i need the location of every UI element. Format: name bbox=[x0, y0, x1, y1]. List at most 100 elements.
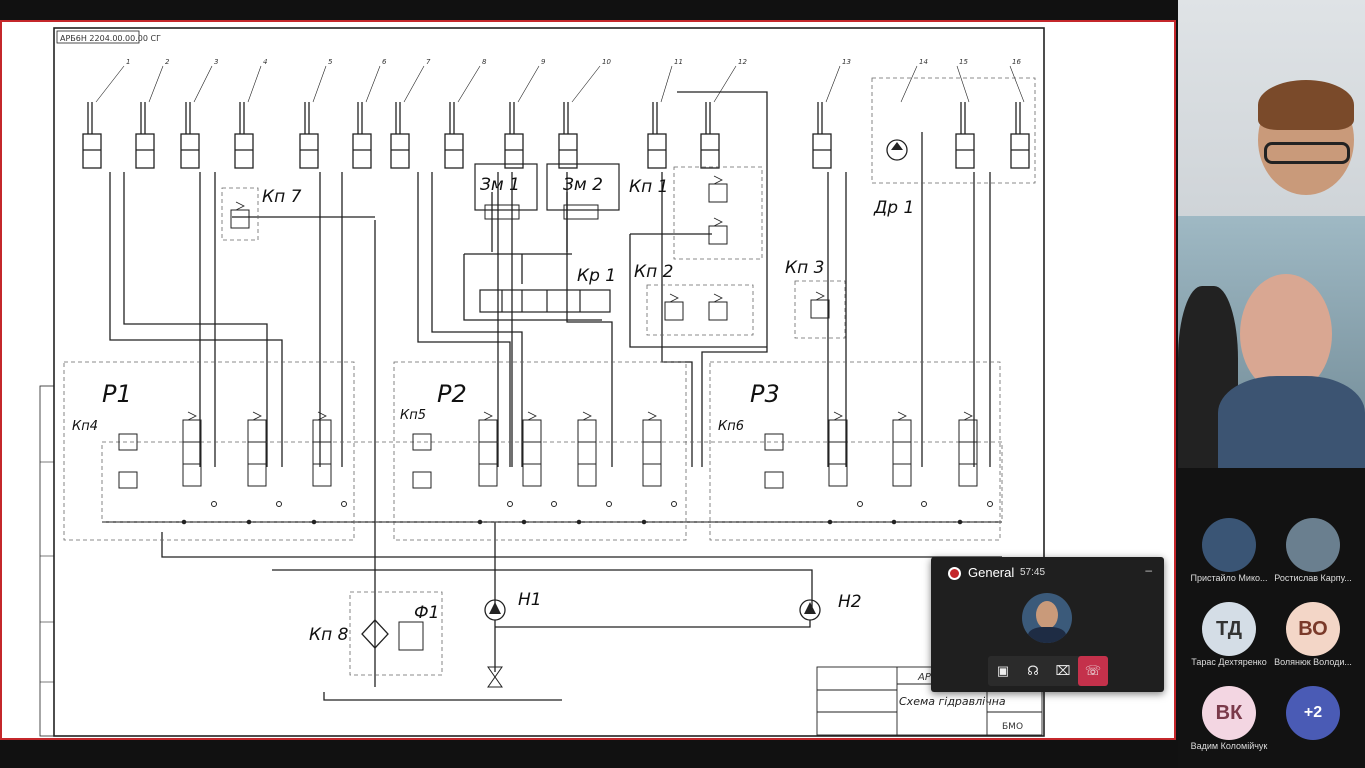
spool-valve bbox=[311, 411, 347, 525]
recording-icon bbox=[948, 567, 961, 580]
share-screen-icon[interactable]: ⌧ bbox=[1055, 663, 1071, 678]
label-kr1: Кр 1 bbox=[577, 266, 616, 286]
top-bar bbox=[0, 0, 1178, 20]
hydraulic-cylinder bbox=[647, 102, 667, 169]
participant-name: Ростислав Карпу... bbox=[1274, 573, 1352, 583]
pressure-valve bbox=[764, 471, 784, 489]
hang-up-button[interactable]: ☏ bbox=[1078, 656, 1108, 686]
spool-valve bbox=[641, 411, 677, 525]
hydraulic-cylinder bbox=[234, 102, 254, 169]
relief-valve bbox=[708, 293, 728, 321]
pressure-valve bbox=[412, 433, 432, 451]
column-number: 2 bbox=[165, 58, 170, 66]
participant-face bbox=[1240, 274, 1332, 394]
pressure-valve bbox=[118, 471, 138, 489]
label-kp3: Кп 3 bbox=[785, 258, 824, 278]
relief-valve bbox=[708, 175, 728, 203]
hydraulic-cylinder bbox=[700, 102, 720, 169]
label-p2: Р2 bbox=[437, 380, 467, 408]
relief-valve bbox=[230, 201, 250, 229]
label-p1: Р1 bbox=[102, 380, 132, 408]
column-number: 8 bbox=[482, 58, 487, 66]
dashed-groups bbox=[63, 77, 1036, 676]
glasses-icon bbox=[1264, 142, 1350, 164]
relief-valve bbox=[708, 217, 728, 245]
label-kp4: Кп4 bbox=[72, 419, 98, 434]
participant-hair bbox=[1258, 80, 1354, 130]
participant-name: Тарас Дехтяренко bbox=[1191, 657, 1267, 667]
column-number: 3 bbox=[214, 58, 218, 66]
title-code: АРБ bbox=[917, 672, 938, 683]
motor bbox=[886, 139, 908, 161]
pressure-valve bbox=[118, 433, 138, 451]
column-number: 6 bbox=[382, 58, 387, 66]
label-kp6: Кп6 bbox=[718, 419, 744, 434]
hydraulic-cylinder bbox=[390, 102, 410, 169]
pressure-valve bbox=[764, 433, 784, 451]
label-kp8: Кп 8 bbox=[309, 625, 349, 645]
participant-name: Пристайло Мико... bbox=[1190, 573, 1268, 583]
meeting-timer: 57:45 bbox=[1020, 567, 1046, 578]
meeting-title: General bbox=[968, 565, 1015, 580]
video-tile-1[interactable] bbox=[1178, 0, 1365, 216]
column-number: 13 bbox=[842, 58, 851, 66]
column-number: 11 bbox=[674, 58, 683, 66]
filter bbox=[361, 619, 389, 649]
label-p3: Р3 bbox=[750, 380, 780, 408]
avatar-vo[interactable]: ВО bbox=[1286, 602, 1340, 656]
column-number: 14 bbox=[919, 58, 928, 66]
spool-valve bbox=[521, 411, 557, 525]
pump-h2 bbox=[799, 599, 821, 621]
participants-panel: Пристайло Мико... Ростислав Карпу... ТД … bbox=[1178, 0, 1365, 768]
column-number: 16 bbox=[1012, 58, 1021, 66]
label-zm1: Зм 1 bbox=[480, 175, 520, 195]
hydraulic-cylinder bbox=[812, 102, 832, 169]
pressure-valve bbox=[412, 471, 432, 489]
spool-valve bbox=[891, 411, 927, 525]
bottom-bar bbox=[0, 740, 1178, 768]
hydraulic-cylinder bbox=[299, 102, 319, 169]
camera-icon[interactable]: ▣ bbox=[996, 663, 1010, 678]
relief-valve bbox=[810, 291, 830, 319]
column-number: 4 bbox=[263, 58, 267, 66]
presenter-avatar bbox=[1022, 593, 1072, 643]
spool-valve bbox=[957, 411, 993, 525]
video-tile-2[interactable] bbox=[1178, 216, 1365, 468]
drawing-frame bbox=[53, 27, 1045, 737]
spool-valve bbox=[576, 411, 612, 525]
column-number: 12 bbox=[738, 58, 747, 66]
participant-name: Вадим Коломійчук bbox=[1190, 741, 1268, 751]
label-kp5: Кп5 bbox=[400, 408, 426, 423]
label-kp2: Кп 2 bbox=[634, 262, 673, 282]
relief-valve bbox=[664, 293, 684, 321]
column-number: 5 bbox=[328, 58, 333, 66]
pump-h1 bbox=[484, 599, 506, 621]
avatar-rostyslav[interactable] bbox=[1286, 518, 1340, 572]
avatar-pristaylo[interactable] bbox=[1202, 518, 1256, 572]
hydraulic-cylinder bbox=[558, 102, 578, 169]
spool-valve bbox=[181, 411, 217, 525]
cylinders bbox=[82, 102, 1030, 169]
column-number: 1 bbox=[126, 58, 130, 66]
label-h2: Н2 bbox=[838, 592, 862, 612]
pipes bbox=[102, 91, 1002, 701]
meeting-popup[interactable]: General 57:45 – ▣ ☊ ⌧ ☏ bbox=[931, 557, 1164, 692]
hydraulic-cylinder bbox=[955, 102, 975, 169]
label-h1: Н1 bbox=[518, 590, 542, 610]
hydraulic-cylinder bbox=[180, 102, 200, 169]
more-participants-button[interactable]: +2 bbox=[1286, 686, 1340, 740]
column-number: 10 bbox=[602, 58, 611, 66]
hydraulic-cylinder bbox=[352, 102, 372, 169]
spool-valve bbox=[477, 411, 513, 525]
minimize-button[interactable]: – bbox=[1145, 563, 1152, 577]
column-number: 15 bbox=[959, 58, 968, 66]
title-name: Схема гідравлічна bbox=[899, 695, 1006, 708]
avatar-td[interactable]: ТД bbox=[1202, 602, 1256, 656]
avatar-vk[interactable]: ВК bbox=[1202, 686, 1256, 740]
microphone-icon[interactable]: ☊ bbox=[1027, 663, 1039, 678]
hydraulic-cylinder bbox=[1010, 102, 1030, 169]
label-kp7: Кп 7 bbox=[262, 187, 302, 207]
label-f1: Ф1 bbox=[414, 603, 439, 623]
